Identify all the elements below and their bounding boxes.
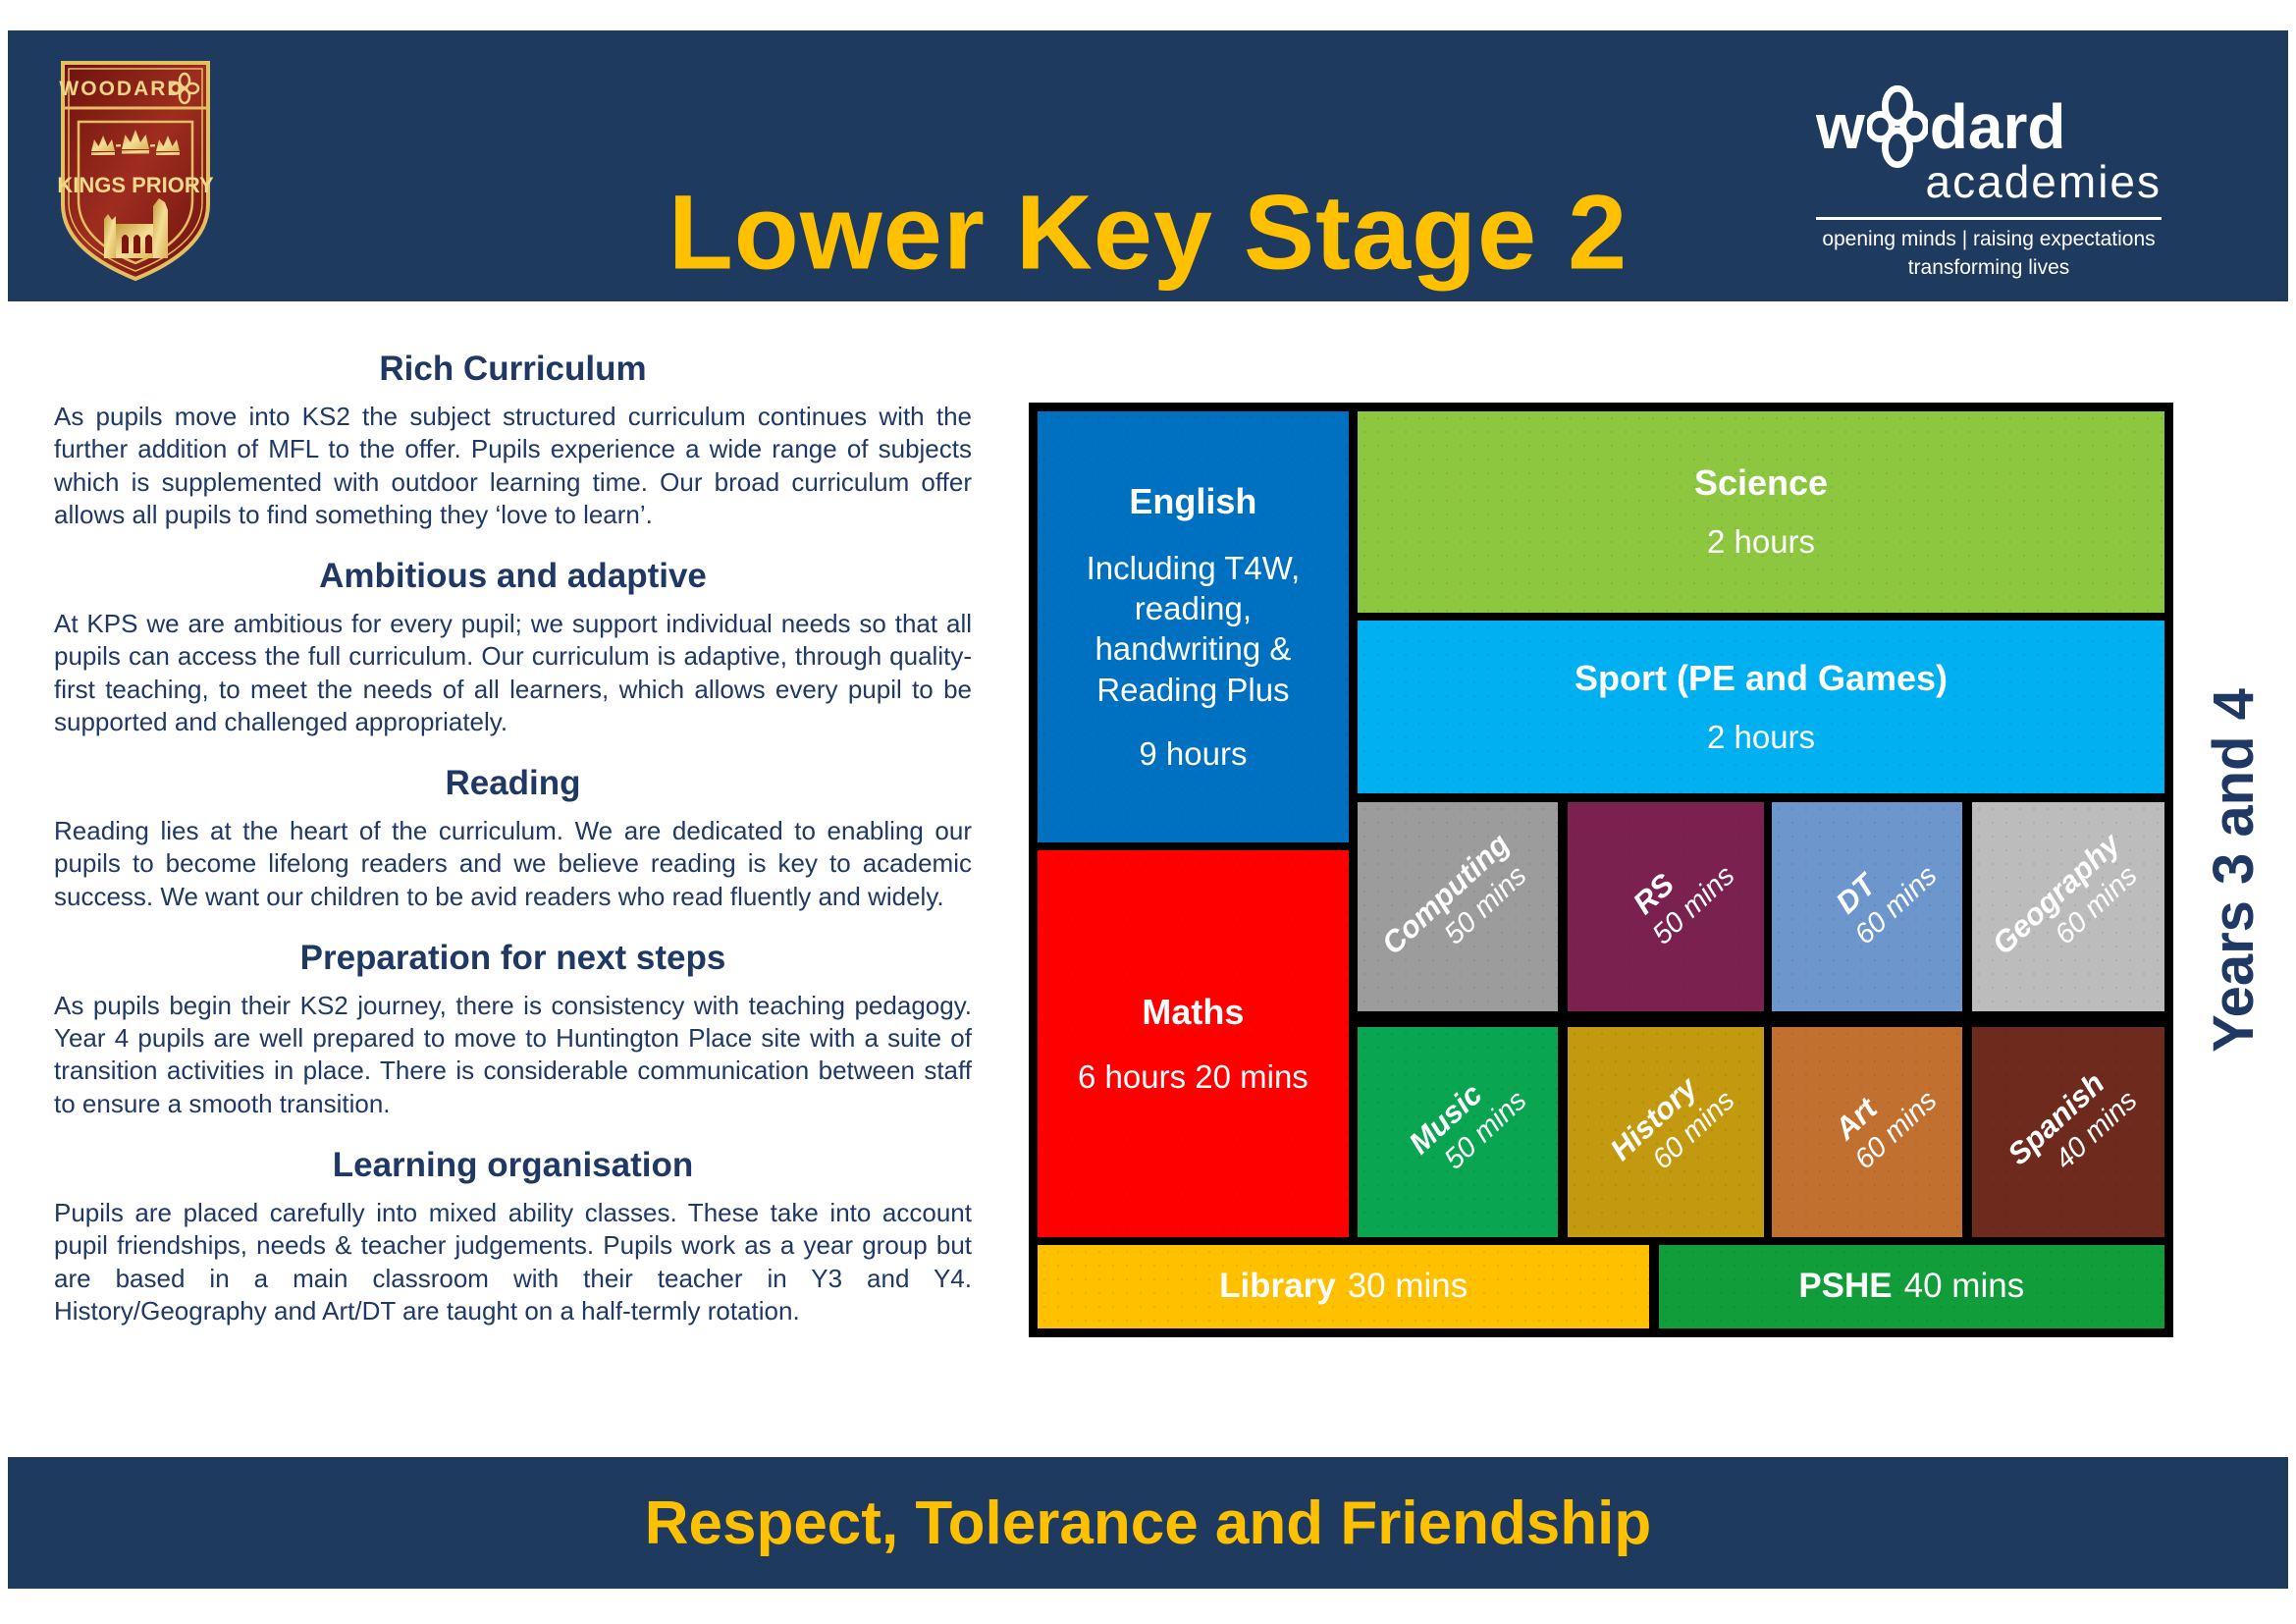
section-body-reading: Reading lies at the heart of the curricu… <box>54 816 972 911</box>
section-heading-rich-curriculum: Rich Curriculum <box>379 350 647 388</box>
timetable-cell-sport: Sport (PE and Games) 2 hours <box>1358 620 2164 794</box>
cell-time: 30 mins <box>1347 1267 1468 1306</box>
timetable-cell-spanish: Spanish 40 mins <box>1971 1026 2164 1237</box>
cell-name: Science <box>1693 462 1829 504</box>
crest-shield <box>61 61 210 282</box>
brand-subtitle: academies <box>1925 156 2162 207</box>
section-heading-preparation: Preparation for next steps <box>299 938 726 977</box>
brand-name-pre: w <box>1816 91 1865 162</box>
timetable-cell-art: Art 60 mins <box>1772 1026 1963 1237</box>
section-heading-ambitious-adaptive: Ambitious and adaptive <box>319 557 707 596</box>
crest-school-label: KINGS PRIORY <box>57 173 214 197</box>
section-heading-reading: Reading <box>445 764 581 803</box>
timetable-cell-dt: DT 60 mins <box>1772 801 1963 1011</box>
woodard-academies-logo: w dard academies opening minds | raising… <box>1816 84 2162 280</box>
footer-band: Respect, Tolerance and Friendship <box>8 1457 2288 1589</box>
timetable-cell-history: History 60 mins <box>1567 1026 1765 1237</box>
header-band: WOODARD KINGS PRIORY <box>8 30 2288 301</box>
cell-name: Maths <box>1142 991 1245 1032</box>
cell-name: English <box>1129 480 1257 521</box>
cell-time: 9 hours <box>1139 734 1248 772</box>
cell-detail: Including T4W, reading, handwriting & Re… <box>1086 549 1301 708</box>
cell-time: 40 mins <box>1903 1267 2025 1306</box>
timetable-grid: English Including T4W, reading, handwrit… <box>1029 403 2173 1337</box>
timetable-cell-maths: Maths 6 hours 20 mins <box>1038 850 1349 1237</box>
years-label: Years 3 and 4 <box>2202 687 2266 1053</box>
timetable-cell-rs: RS 50 mins <box>1567 801 1765 1011</box>
crest-priory-icon <box>104 198 168 258</box>
crest-quatrefoil-icon <box>169 72 200 105</box>
timetable-cell-library: Library 30 mins <box>1038 1245 1650 1328</box>
cell-name: PSHE <box>1798 1267 1893 1306</box>
quatrefoil-icon <box>1866 84 1928 169</box>
timetable-cell-english: English Including T4W, reading, handwrit… <box>1038 411 1349 842</box>
cell-time: 2 hours <box>1706 523 1816 561</box>
page-title: Lower Key Stage 2 <box>667 172 1629 292</box>
timetable-cell-computing: Computing 50 mins <box>1358 801 1559 1011</box>
crest-org-label: WOODARD <box>59 78 184 100</box>
timetable-cell-geography: Geography 60 mins <box>1971 801 2164 1011</box>
cell-time: 2 hours <box>1706 719 1816 756</box>
timetable-cell-science: Science 2 hours <box>1358 411 2164 613</box>
school-crest: WOODARD KINGS PRIORY <box>57 61 214 282</box>
brand-tagline-2: transforming lives <box>1907 256 2070 279</box>
cell-name: Sport (PE and Games) <box>1574 658 1949 699</box>
section-body-ambitious-adaptive: At KPS we are ambitious for every pupil;… <box>54 609 972 736</box>
brand-name-post: dard <box>1929 91 2066 162</box>
curriculum-text-column: Rich Curriculum As pupils move into KS2 … <box>54 350 972 1327</box>
section-body-learning-organisation: Pupils are placed carefully into mixed a… <box>54 1197 972 1326</box>
timetable-cell-music: Music 50 mins <box>1358 1026 1559 1237</box>
school-motto: Respect, Tolerance and Friendship <box>644 1489 1652 1557</box>
cell-time: 6 hours 20 mins <box>1078 1057 1308 1095</box>
brand-name: w dard <box>1816 84 2162 169</box>
section-body-preparation: As pupils begin their KS2 journey, there… <box>54 990 972 1118</box>
cell-name: Library <box>1219 1267 1336 1306</box>
brand-divider <box>1816 217 2162 220</box>
section-heading-learning-organisation: Learning organisation <box>332 1145 694 1184</box>
timetable-cell-pshe: PSHE 40 mins <box>1658 1245 2164 1328</box>
crest-crowns-icon <box>91 130 180 155</box>
section-body-rich-curriculum: As pupils move into KS2 the subject stru… <box>54 402 972 529</box>
brand-tagline-1: opening minds | raising expectations <box>1822 228 2156 250</box>
